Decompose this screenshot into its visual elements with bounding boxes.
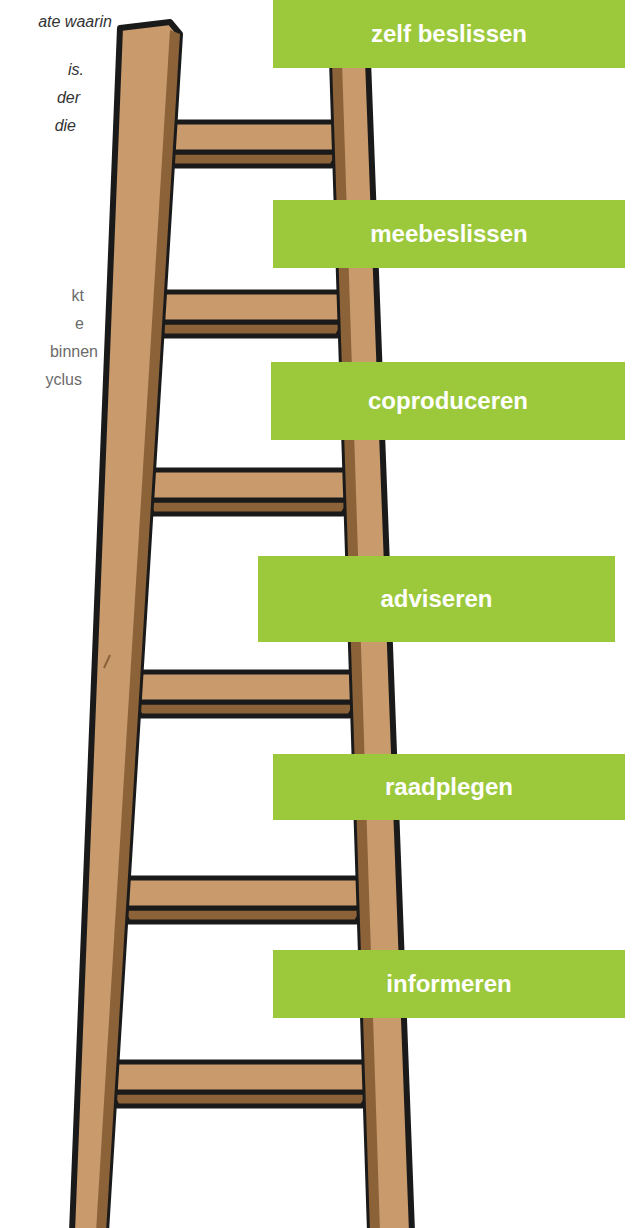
text-fragment: ate waarin [38,12,112,32]
text-fragment: binnen [50,342,98,362]
step-label-box: informeren [273,950,625,1018]
step-label-box: raadplegen [273,754,625,820]
text-fragment: kt [72,286,84,306]
ladder-rail [72,22,180,1228]
step-label-box: adviseren [258,556,615,642]
step-label-box: meebeslissen [273,200,625,268]
rung [121,878,365,908]
text-fragment: is. [68,60,84,80]
text-fragment: die [55,116,76,136]
rung [145,470,351,500]
rung [110,1062,371,1092]
rung [156,292,346,322]
step-label: meebeslissen [370,220,527,249]
step-label: raadplegen [385,773,513,802]
step-label-box: zelf beslissen [273,0,625,68]
text-fragment: der [57,88,80,108]
step-label: adviseren [380,585,492,614]
text-fragment: e [75,314,84,334]
rung [133,672,358,702]
step-label-box: coproduceren [271,362,625,440]
step-label: informeren [386,970,511,999]
rung [166,122,340,152]
text-fragment: yclus [46,370,82,390]
rail-shade [96,30,180,1228]
step-label: zelf beslissen [371,20,527,49]
wood-grain [104,655,110,668]
step-label: coproduceren [368,387,528,416]
